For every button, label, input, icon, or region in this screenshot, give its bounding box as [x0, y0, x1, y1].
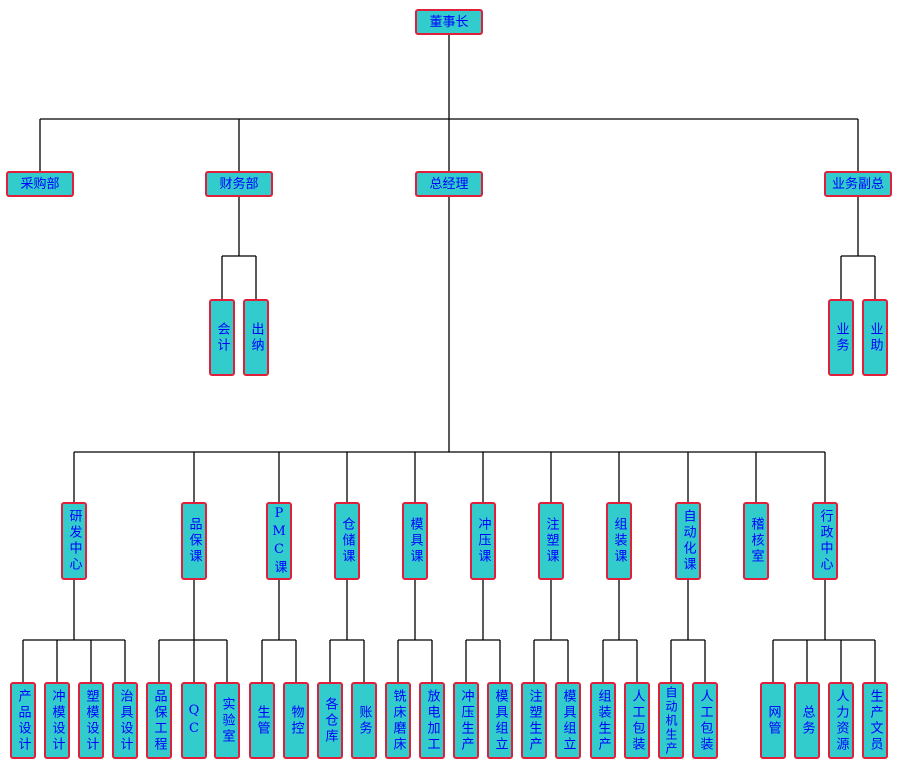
node-dept-assembly: 组装课 — [606, 502, 632, 580]
node-chairman: 董事长 — [415, 9, 483, 35]
node-unit-laboratory: 实验室 — [214, 682, 240, 759]
node-label: 行政中心 — [817, 509, 833, 573]
node-label: 出纳 — [248, 321, 264, 354]
node-label: 人力资源 — [833, 688, 849, 753]
node-label: 人工包装 — [697, 688, 713, 753]
node-unit-stamping-production: 冲压生产 — [453, 682, 479, 759]
node-dept-warehouse: 仓储课 — [334, 502, 360, 580]
node-unit-accounts: 账务 — [351, 682, 377, 759]
node-label: 组装生产 — [595, 688, 611, 753]
node-cashier: 出纳 — [243, 299, 269, 376]
node-unit-milling-grinding: 铣床磨床 — [385, 682, 411, 759]
node-sales-assistant: 业助 — [862, 299, 888, 376]
node-label: 生管 — [254, 704, 270, 737]
node-label: 账务 — [356, 704, 372, 737]
node-label: 物控 — [288, 704, 304, 737]
node-unit-die-design: 冲模设计 — [44, 682, 70, 759]
node-unit-stationery: 生产文员 — [862, 682, 888, 759]
node-label: 塑模设计 — [83, 688, 99, 753]
node-unit-hr: 人力资源 — [828, 682, 854, 759]
node-dept-pmc: PMC课 — [266, 502, 292, 580]
node-label: 模具课 — [407, 517, 423, 565]
node-unit-automated-production: 自动机生产 — [658, 682, 684, 759]
node-dept-mold: 模具课 — [402, 502, 428, 580]
node-unit-plastic-mold-design: 塑模设计 — [78, 682, 104, 759]
node-label: 财务部 — [219, 176, 259, 192]
node-label: 自动机生产 — [664, 685, 678, 756]
node-label: 稽核室 — [748, 517, 764, 565]
node-unit-mold-assembly: 模具组立 — [487, 682, 513, 759]
node-label: 治具设计 — [117, 688, 133, 753]
node-unit-assembly-production: 组装生产 — [590, 682, 616, 759]
node-unit-material-control: 物控 — [283, 682, 309, 759]
node-label: 注塑生产 — [526, 688, 542, 753]
node-label: 组装课 — [611, 517, 627, 565]
node-label: 实验室 — [219, 696, 235, 745]
node-label: 冲压生产 — [458, 688, 474, 753]
node-general-manager: 总经理 — [415, 171, 483, 197]
node-unit-general-affairs: 总务 — [794, 682, 820, 759]
node-unit-qa-engineering: 品保工程 — [146, 682, 172, 759]
node-unit-injection-production: 注塑生产 — [521, 682, 547, 759]
node-unit-product-design: 产品设计 — [10, 682, 36, 759]
node-label: 网管 — [765, 704, 781, 737]
node-label: 品保课 — [186, 517, 202, 565]
node-label: QC — [186, 702, 202, 739]
node-dept-injection: 注塑课 — [538, 502, 564, 580]
node-dept-audit: 稽核室 — [743, 502, 769, 580]
node-label: 生产文员 — [867, 688, 883, 753]
node-label: 董事长 — [429, 14, 469, 30]
node-accounting: 会计 — [209, 299, 235, 376]
node-label: 人工包装 — [629, 688, 645, 753]
node-unit-manual-packing: 人工包装 — [692, 682, 718, 759]
node-unit-mold-assembly: 模具组立 — [555, 682, 581, 759]
node-label: PMC课 — [271, 506, 287, 576]
node-unit-network: 网管 — [760, 682, 786, 759]
node-label: 注塑课 — [543, 517, 559, 565]
node-unit-warehouses: 各仓库 — [317, 682, 343, 759]
node-label: 总务 — [799, 704, 815, 737]
node-dept-stamping: 冲压课 — [470, 502, 496, 580]
node-label: 铣床磨床 — [390, 688, 406, 753]
node-label: 自动化课 — [680, 509, 696, 573]
node-dept-qc: 品保课 — [181, 502, 207, 580]
node-label: 总经理 — [429, 176, 469, 192]
node-finance: 财务部 — [205, 171, 273, 197]
node-label: 仓储课 — [339, 517, 355, 565]
node-label: 模具组立 — [560, 688, 576, 753]
node-label: 模具组立 — [492, 688, 508, 753]
node-label: 各仓库 — [322, 696, 338, 745]
node-label: 采购部 — [20, 176, 60, 192]
node-label: 会计 — [214, 321, 230, 354]
node-label: 研发中心 — [66, 509, 82, 573]
node-label: 放电加工 — [424, 688, 440, 753]
node-vp-business: 业务副总 — [824, 171, 892, 197]
node-label: 产品设计 — [15, 688, 31, 753]
node-purchasing: 采购部 — [6, 171, 74, 197]
node-unit-manual-packing: 人工包装 — [624, 682, 650, 759]
node-dept-rd: 研发中心 — [61, 502, 87, 580]
node-dept-admin: 行政中心 — [812, 502, 838, 580]
node-unit-edm: 放电加工 — [419, 682, 445, 759]
node-unit-production-control: 生管 — [249, 682, 275, 759]
node-label: 业务 — [833, 321, 849, 354]
node-unit-qc: QC — [181, 682, 207, 759]
node-sales: 业务 — [828, 299, 854, 376]
node-label: 冲压课 — [475, 517, 491, 565]
node-label: 业务副总 — [831, 176, 884, 192]
node-label: 业助 — [867, 321, 883, 354]
node-unit-jig-design: 治具设计 — [112, 682, 138, 759]
node-label: 品保工程 — [151, 688, 167, 753]
node-label: 冲模设计 — [49, 688, 65, 753]
node-dept-automation: 自动化课 — [675, 502, 701, 580]
